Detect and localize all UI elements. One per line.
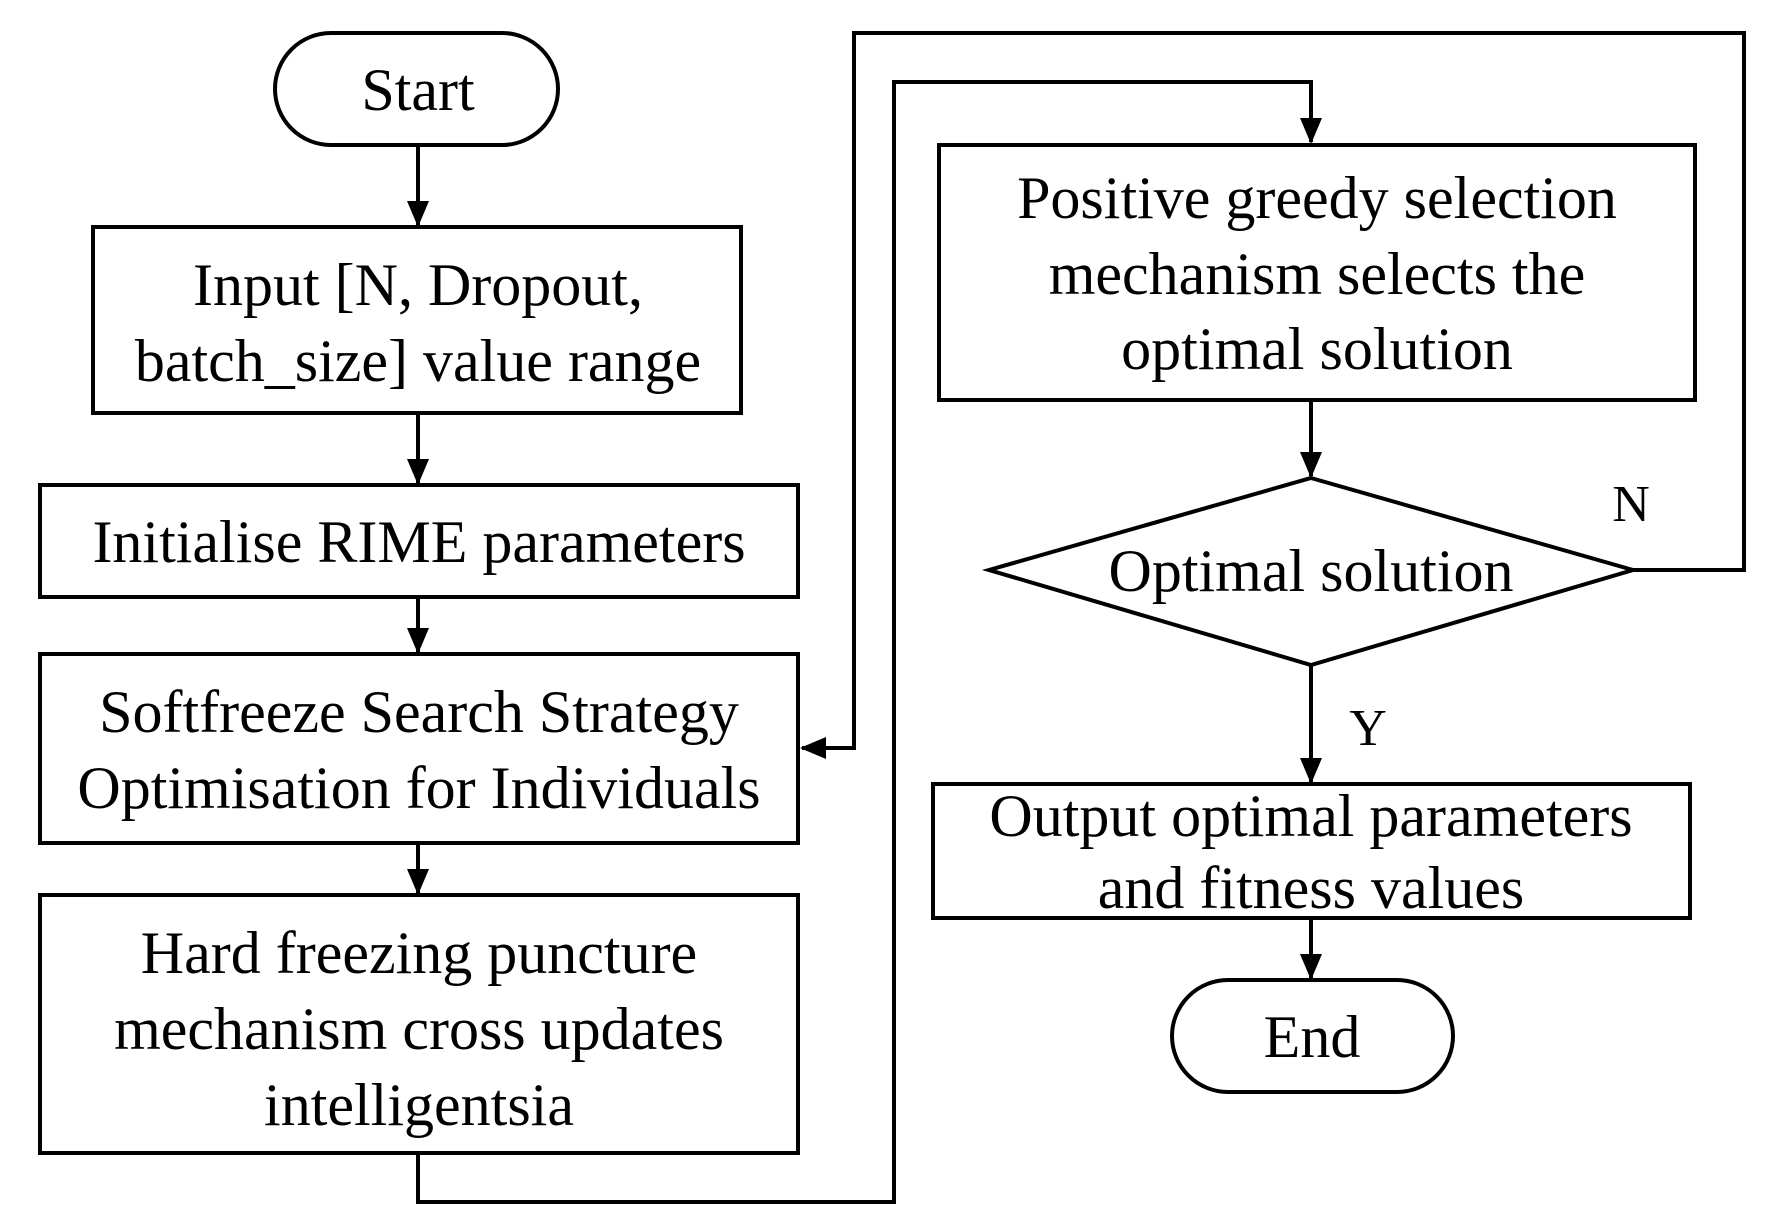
end-label: End — [1264, 1004, 1361, 1070]
start-label: Start — [361, 57, 475, 123]
end-node: End — [1170, 978, 1455, 1094]
output-label-line-2: and fitness values — [1098, 855, 1525, 921]
arrow-decision-no-loop — [800, 31, 1746, 759]
greedy-label-line-3: optimal solution — [1121, 316, 1513, 382]
hardfreeze-node: Hard freezing puncture mechanism cross u… — [38, 893, 800, 1155]
input-node: Input [N, Dropout, batch_size] value ran… — [91, 225, 743, 415]
hardfreeze-label-line-3: intelligentsia — [264, 1072, 574, 1138]
softfreeze-label-line-2: Optimisation for Individuals — [77, 755, 760, 821]
hardfreeze-label-line-2: mechanism cross updates — [114, 996, 724, 1062]
decision-node: Optimal solution — [981, 475, 1641, 668]
softfreeze-label-line-1: Softfreeze Search Strategy — [99, 679, 739, 745]
branch-label-no: N — [1612, 476, 1650, 533]
output-label-line-1: Output optimal parameters — [989, 783, 1632, 849]
output-node: Output optimal parameters and fitness va… — [931, 782, 1692, 921]
arrow-hardfreeze-to-greedy — [416, 80, 1322, 1204]
greedy-label-line-2: mechanism selects the — [1049, 241, 1585, 307]
decision-label: Optimal solution — [1109, 538, 1514, 604]
connectors — [407, 31, 1746, 1204]
softfreeze-node: Softfreeze Search Strategy Optimisation … — [38, 652, 800, 845]
hardfreeze-label-line-1: Hard freezing puncture — [141, 920, 697, 986]
greedy-label-line-1: Positive greedy selection — [1017, 165, 1617, 231]
init-node: Initialise RIME parameters — [38, 483, 800, 599]
branch-label-yes: Y — [1349, 700, 1387, 757]
start-node: Start — [273, 31, 560, 147]
input-label-line-2: batch_size] value range — [135, 328, 701, 394]
input-label-line-1: Input [N, Dropout, — [193, 252, 643, 318]
init-label-line-1: Initialise RIME parameters — [92, 509, 745, 575]
greedy-node: Positive greedy selection mechanism sele… — [937, 143, 1697, 402]
